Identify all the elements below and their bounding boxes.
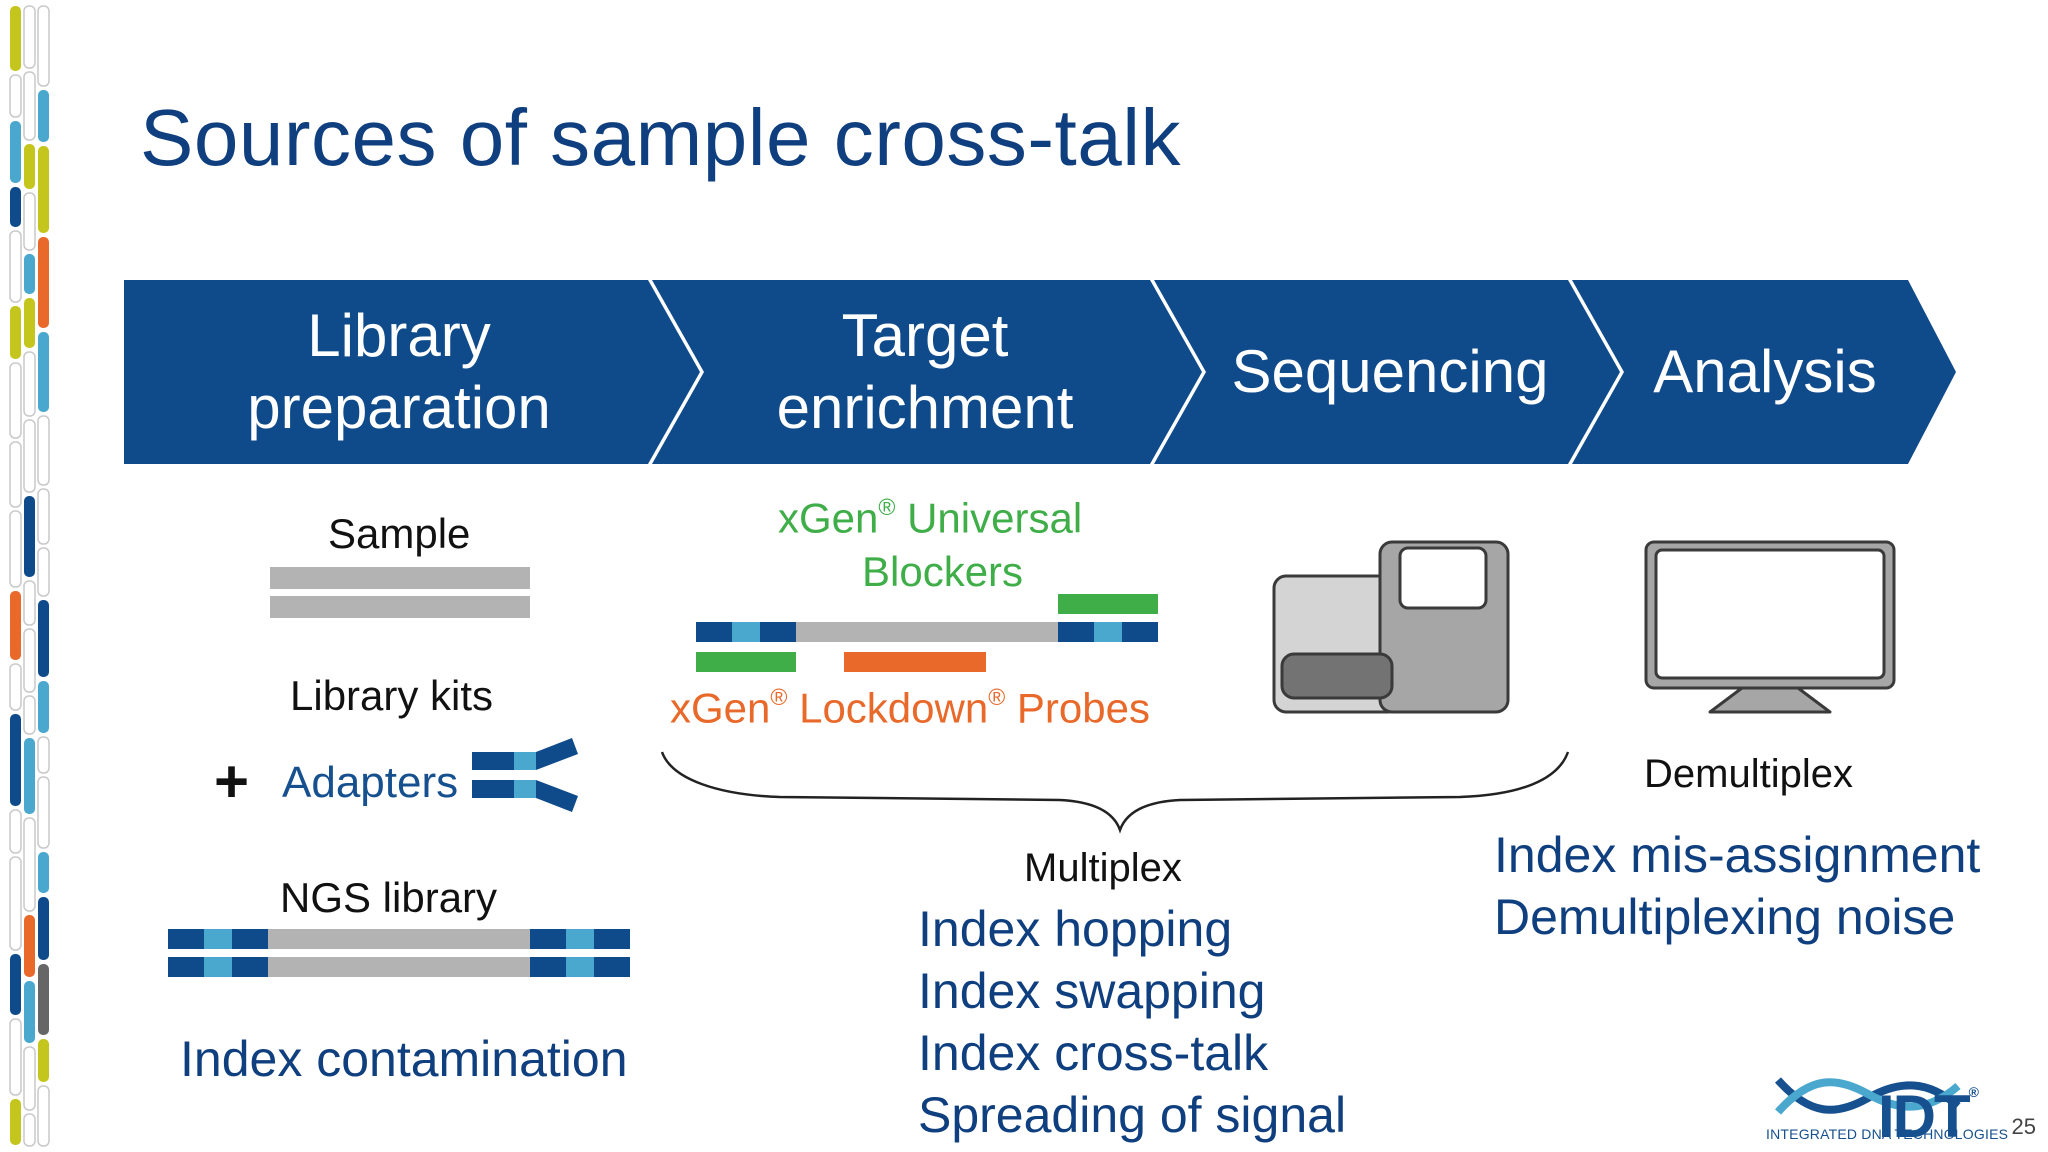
ngs-library-label: NGS library xyxy=(280,874,498,921)
stripe-segment xyxy=(9,362,22,439)
stripe-segment xyxy=(10,121,21,183)
stripe-segment xyxy=(24,738,35,814)
sample-label: Sample xyxy=(328,510,471,557)
stripe-segment xyxy=(23,71,36,141)
stripe-segment xyxy=(24,496,35,577)
probe-bar xyxy=(844,652,986,672)
blocker-bar-left xyxy=(696,652,796,672)
issue-spreading-of-signal: Spreading of signal xyxy=(918,1087,1347,1143)
page-number: 25 xyxy=(2011,1114,2036,1139)
stripe-segment xyxy=(38,332,49,412)
idt-logo-wordmark: IDT® xyxy=(1878,1083,1979,1150)
probes-label: xGen® Lockdown® Probes xyxy=(670,684,1150,732)
stripe-segment xyxy=(9,510,22,588)
issue-demultiplexing-noise: Demultiplexing noise xyxy=(1494,889,1956,945)
stripe-segment xyxy=(24,144,35,189)
blocker-bar-right xyxy=(1058,594,1158,614)
stripe-segment xyxy=(37,488,50,545)
issue-index-contamination: Index contamination xyxy=(180,1031,628,1087)
stripe-segment xyxy=(37,5,50,87)
stripe-segment xyxy=(23,1113,36,1147)
analysis-issue-list: Index mis-assignment Demultiplexing nois… xyxy=(1494,824,1980,948)
stripe-segment xyxy=(9,809,22,854)
chevron-analysis xyxy=(1572,280,1956,464)
stripe-segment xyxy=(23,580,36,626)
plus-sign: + xyxy=(214,748,250,815)
stripe-segment xyxy=(23,419,36,493)
multiplex-label: Multiplex xyxy=(1024,846,1182,890)
adapters-label: Adapters xyxy=(282,758,459,807)
stripe-segment xyxy=(10,306,21,359)
stripe-segment xyxy=(38,600,49,677)
idt-logo-tagline: INTEGRATED DNA TECHNOLOGIES xyxy=(1766,1126,2009,1142)
blockers-label-line1: xGen® Universal xyxy=(778,494,1083,542)
stripe-segment xyxy=(23,351,36,417)
slide-title: Sources of sample cross-talk xyxy=(140,93,1182,182)
multiplex-issue-list: Index hopping Index swapping Index cross… xyxy=(918,898,1346,1146)
stripe-segment xyxy=(38,964,49,1035)
monitor-icon xyxy=(1644,540,1896,714)
stripe-segment xyxy=(38,237,49,328)
stripe-segment xyxy=(24,254,35,294)
blockers-label-line2: Blockers xyxy=(862,548,1024,595)
stripe-segment xyxy=(9,74,22,118)
stripe-segment xyxy=(9,856,22,951)
stripe-segment xyxy=(23,695,36,735)
sample-strand-bottom xyxy=(270,596,530,618)
chevron-sequencing xyxy=(1154,280,1620,464)
chevron-library-preparation xyxy=(124,280,700,464)
decorative-dna-stripe xyxy=(9,5,50,1147)
stripe-segment xyxy=(37,1085,50,1147)
stripe-segment xyxy=(10,954,21,1015)
step-label-library-preparation: Library preparation xyxy=(247,302,551,441)
issue-index-swapping: Index swapping xyxy=(918,963,1266,1019)
stripe-segment xyxy=(10,6,21,71)
enrichment-strand xyxy=(696,622,1158,642)
stripe-segment xyxy=(10,187,21,227)
demultiplex-label: Demultiplex xyxy=(1644,752,1853,796)
stripe-segment xyxy=(9,663,22,711)
stripe-segment xyxy=(38,146,49,233)
stripe-segment xyxy=(38,90,49,142)
stripe-segment xyxy=(23,628,36,693)
chevron-target-enrichment xyxy=(652,280,1202,464)
issue-index-mis-assignment: Index mis-assignment xyxy=(1494,827,1981,883)
stripe-segment xyxy=(38,681,49,733)
stripe-segment xyxy=(37,736,50,774)
adapter-y-shape xyxy=(472,738,578,812)
stripe-segment xyxy=(24,915,35,977)
stripe-segment xyxy=(10,591,21,660)
stripe-segment xyxy=(10,1099,21,1145)
stripe-segment xyxy=(23,817,36,912)
step-label-target-enrichment: Target enrichment xyxy=(776,302,1074,441)
library-kits-label: Library kits xyxy=(290,672,494,719)
stripe-segment xyxy=(10,714,21,806)
stripe-segment xyxy=(38,1039,49,1082)
step-label-sequencing: Sequencing xyxy=(1231,338,1549,405)
sequencer-icon xyxy=(1272,540,1510,714)
sample-strand-top xyxy=(270,567,530,589)
stripe-segment xyxy=(38,852,49,893)
stripe-segment xyxy=(24,298,35,348)
ngs-library-strands xyxy=(168,929,630,977)
stripe-segment xyxy=(9,1018,22,1096)
stripe-segment xyxy=(23,5,36,69)
issue-index-hopping: Index hopping xyxy=(918,901,1233,957)
issue-index-cross-talk: Index cross-talk xyxy=(918,1025,1269,1081)
step-label-analysis: Analysis xyxy=(1653,338,1877,405)
stripe-segment xyxy=(37,547,50,597)
stripe-segment xyxy=(23,1046,36,1111)
stripe-segment xyxy=(9,441,22,508)
multiplex-brace xyxy=(660,751,1570,834)
stripe-segment xyxy=(37,776,50,849)
stripe-segment xyxy=(9,230,22,303)
stripe-segment xyxy=(23,192,36,251)
stripe-segment xyxy=(38,897,49,960)
idt-logo-mark xyxy=(1775,1077,1961,1115)
stripe-segment xyxy=(37,415,50,486)
stripe-segment xyxy=(24,981,35,1043)
